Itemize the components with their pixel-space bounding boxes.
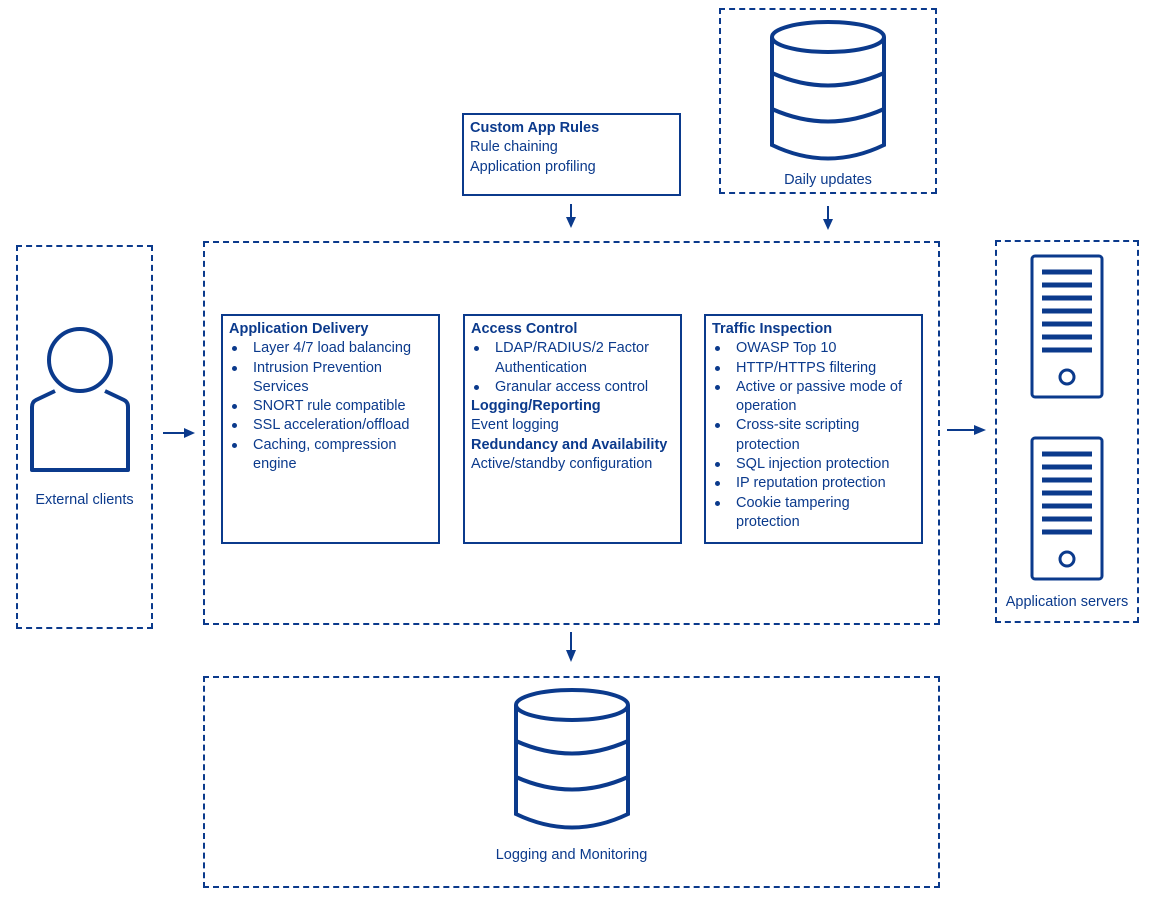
list-item: SSL acceleration/offload — [229, 416, 432, 435]
list-item: Intrusion Prevention Services — [229, 359, 432, 398]
list-item: LDAP/RADIUS/2 Factor Authentication — [471, 339, 674, 378]
logging-monitoring-label: Logging and Monitoring — [495, 847, 648, 863]
list-item: SNORT rule compatible — [229, 397, 432, 416]
arrow-head — [184, 428, 195, 438]
application-delivery-list: Layer 4/7 load balancing Intrusion Preve… — [229, 339, 432, 474]
list-item: HTTP/HTTPS filtering — [712, 359, 915, 378]
logging-reporting-text: Event logging — [471, 417, 559, 434]
application-delivery-title: Application Delivery — [229, 321, 369, 337]
list-item: Granular access control — [471, 378, 674, 397]
access-control-list: LDAP/RADIUS/2 Factor Authentication Gran… — [471, 339, 674, 397]
application-delivery-card: Application Delivery Layer 4/7 load bala… — [221, 314, 440, 544]
list-item: Cross-site scripting protection — [712, 416, 915, 455]
custom-rule-line: Rule chaining — [470, 139, 558, 156]
daily-updates-group — [719, 8, 937, 194]
application-servers-group — [995, 240, 1139, 623]
redundancy-title: Redundancy and Availability — [471, 436, 668, 453]
custom-app-rules-title: Custom App Rules — [470, 120, 600, 136]
logging-monitoring-group — [203, 676, 940, 888]
redundancy-text: Active/standby configuration — [471, 456, 653, 473]
traffic-inspection-card: Traffic Inspection OWASP Top 10 HTTP/HTT… — [704, 314, 923, 544]
traffic-inspection-title: Traffic Inspection — [712, 321, 833, 337]
list-item: Caching, compression engine — [229, 436, 432, 475]
daily-updates-label: Daily updates — [784, 172, 872, 188]
application-servers-label: Application servers — [1005, 594, 1129, 610]
access-control-card: Access Control LDAP/RADIUS/2 Factor Auth… — [463, 314, 682, 544]
arrow-head — [566, 217, 576, 228]
custom-app-rules-box: Custom App Rules Rule chaining Applicati… — [462, 113, 681, 196]
list-item: IP reputation protection — [712, 474, 915, 493]
arrow-head — [823, 219, 833, 230]
arrow-head — [566, 650, 576, 662]
list-item: Layer 4/7 load balancing — [229, 339, 432, 358]
external-clients-label: External clients — [35, 492, 134, 508]
logging-reporting-title: Logging/Reporting — [471, 398, 601, 415]
list-item: OWASP Top 10 — [712, 339, 915, 358]
custom-rule-line: Application profiling — [470, 158, 596, 175]
traffic-inspection-list: OWASP Top 10 HTTP/HTTPS filtering Active… — [712, 339, 915, 532]
external-clients-group — [16, 245, 153, 629]
list-item: SQL injection protection — [712, 455, 915, 474]
list-item: Active or passive mode of operation — [712, 378, 915, 417]
list-item: Cookie tampering protection — [712, 494, 915, 533]
arrow-head — [974, 425, 986, 435]
waf-container — [203, 241, 940, 625]
access-control-title: Access Control — [471, 321, 578, 337]
